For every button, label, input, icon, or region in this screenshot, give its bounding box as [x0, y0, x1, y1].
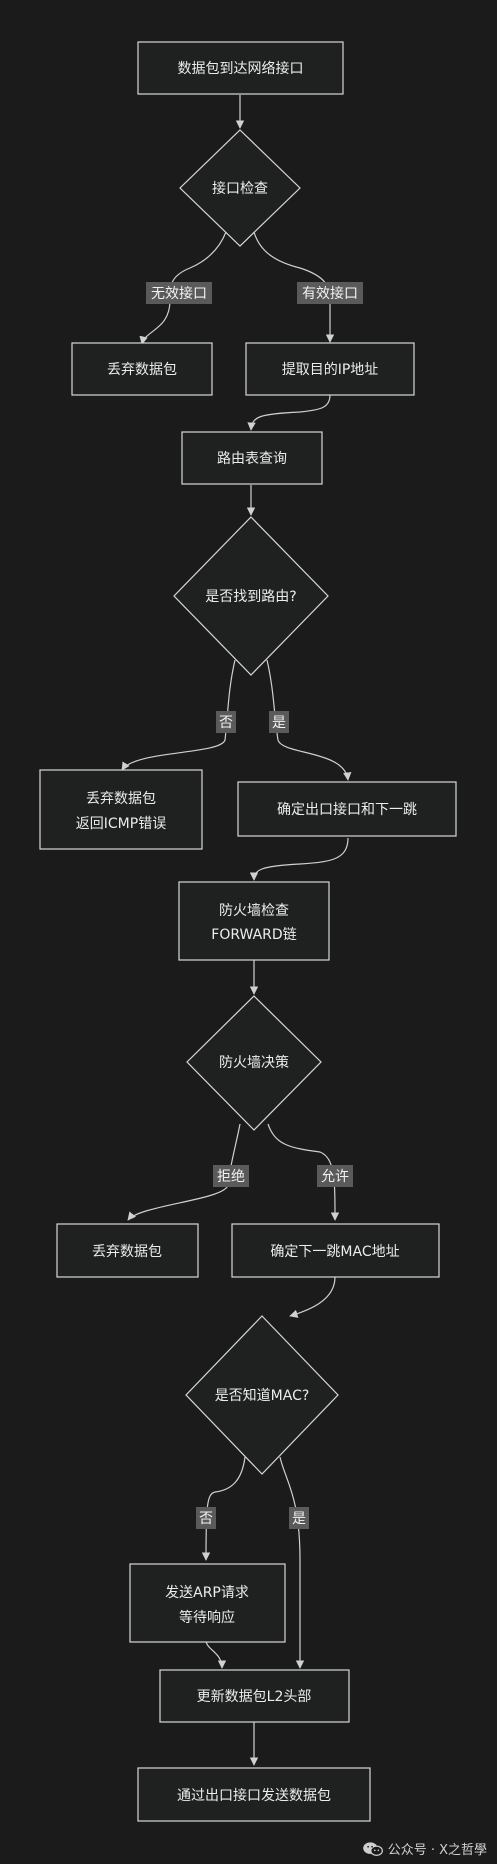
- watermark-text: 公众号 · X之哲學: [387, 1843, 487, 1858]
- node-arp-label-2: 等待响应: [179, 1609, 235, 1626]
- node-route-found: 是否找到路由?: [173, 516, 329, 676]
- node-next-hop-mac-label: 确定下一跳MAC地址: [270, 1244, 399, 1260]
- edge-label-allow-text: 允许: [321, 1169, 349, 1185]
- edge-arp-to-update: [205, 1639, 227, 1669]
- edge-label-allow: 允许: [317, 1165, 353, 1187]
- node-drop-icmp-label-1: 丢弃数据包: [86, 791, 156, 807]
- watermark: 公众号 · X之哲學: [362, 1839, 487, 1858]
- node-route-found-label: 是否找到路由?: [205, 589, 296, 605]
- edge-found-to-drop-icmp: [121, 659, 236, 771]
- node-iface-check: 接口检查: [179, 129, 301, 247]
- node-drop2: 丢弃数据包: [56, 1223, 199, 1278]
- edge-found-to-hop: [266, 659, 352, 781]
- edge-label-invalid: 无效接口: [146, 282, 212, 304]
- node-arrive: 数据包到达网络接口: [137, 41, 344, 95]
- node-route-lookup: 路由表查询: [181, 431, 323, 485]
- node-drop-icmp-label-2: 返回ICMP错误: [76, 816, 166, 832]
- node-arrive-label: 数据包到达网络接口: [178, 60, 304, 77]
- edge-hop-to-fw: [249, 837, 349, 881]
- node-send-out: 通过出口接口发送数据包: [137, 1767, 371, 1822]
- edge-extract-to-route: [247, 394, 331, 431]
- node-next-hop-mac: 确定下一跳MAC地址: [231, 1223, 440, 1278]
- edge-label-mac-no: 否: [196, 1507, 216, 1529]
- edge-label-route-no-text: 否: [219, 715, 233, 731]
- node-know-mac: 是否知道MAC?: [185, 1315, 339, 1475]
- node-determine-hop-label: 确定出口接口和下一跳: [277, 801, 417, 818]
- node-route-lookup-label: 路由表查询: [217, 451, 287, 467]
- node-extract-ip-label: 提取目的IP地址: [282, 362, 379, 378]
- node-extract-ip: 提取目的IP地址: [245, 342, 415, 396]
- edge-label-invalid-text: 无效接口: [151, 285, 207, 302]
- edge-label-mac-yes: 是: [289, 1507, 309, 1529]
- edge-label-valid: 有效接口: [297, 282, 363, 304]
- edge-label-reject-text: 拒绝: [217, 1169, 245, 1185]
- edge-label-mac-yes-text: 是: [292, 1511, 306, 1527]
- node-arp-label-1: 发送ARP请求: [165, 1585, 249, 1601]
- node-determine-hop: 确定出口接口和下一跳: [237, 781, 457, 837]
- node-drop1: 丢弃数据包: [71, 342, 213, 396]
- edge-label-mac-no-text: 否: [199, 1511, 213, 1527]
- edge-nexthop-to-knowmac: [289, 1276, 336, 1318]
- node-update-l2: 更新数据包L2头部: [159, 1669, 350, 1723]
- edge-label-route-yes: 是: [269, 711, 289, 733]
- node-fw-check-label-2: FORWARD链: [211, 927, 296, 943]
- edge-label-valid-text: 有效接口: [302, 285, 358, 302]
- edge-decision-to-nexthop: [267, 1123, 340, 1221]
- edge-knowmac-to-update: [279, 1456, 305, 1669]
- node-send-out-label: 通过出口接口发送数据包: [177, 1787, 331, 1804]
- node-drop-icmp: 丢弃数据包 返回ICMP错误: [39, 769, 203, 850]
- wechat-icon: [362, 1841, 383, 1856]
- node-know-mac-label: 是否知道MAC?: [215, 1387, 310, 1404]
- node-fw-check: 防火墙检查 FORWARD链: [178, 881, 330, 961]
- edge-label-reject: 拒绝: [213, 1165, 249, 1187]
- node-fw-check-label-1: 防火墙检查: [219, 903, 289, 919]
- edge-label-route-no: 否: [216, 711, 236, 733]
- node-drop2-label: 丢弃数据包: [92, 1244, 162, 1260]
- node-drop1-label: 丢弃数据包: [107, 362, 177, 378]
- node-iface-check-label: 接口检查: [212, 180, 268, 197]
- node-fw-decision-label: 防火墙决策: [219, 1054, 289, 1071]
- node-update-l2-label: 更新数据包L2头部: [197, 1689, 312, 1705]
- node-fw-decision: 防火墙决策: [186, 995, 322, 1131]
- edge-label-route-yes-text: 是: [272, 715, 286, 731]
- node-arp: 发送ARP请求 等待响应: [129, 1563, 286, 1643]
